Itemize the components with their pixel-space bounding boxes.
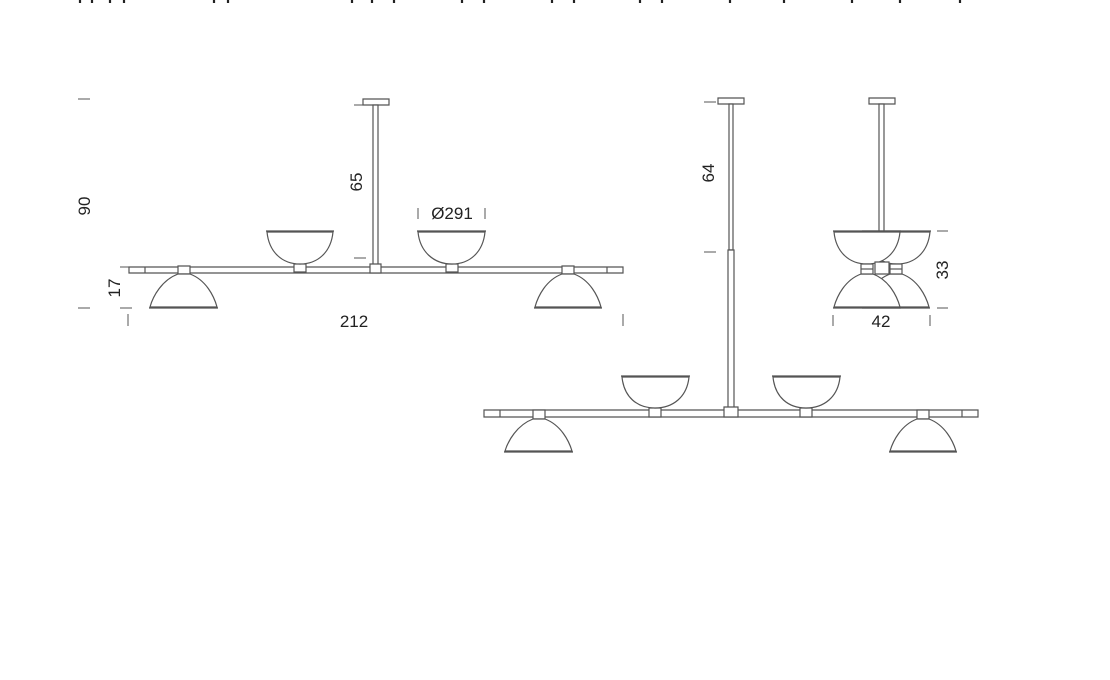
persp-shade-up-right [772, 376, 841, 417]
dim-side-width: 42 [872, 312, 891, 331]
persp-shade-down-right [889, 410, 957, 452]
persp-rod-upper [729, 104, 733, 250]
dim-side-height: 33 [933, 261, 952, 280]
dim-shade-diameter: Ø291 [431, 204, 473, 223]
front-shade-down-left [149, 266, 218, 308]
front-canopy [363, 99, 389, 105]
side-dimension-ticks [833, 231, 948, 326]
side-view [833, 98, 948, 326]
front-shade-up-left [266, 231, 334, 272]
persp-rod-lower [728, 250, 734, 410]
dim-total-width: 212 [340, 312, 368, 331]
persp-shade-up-left [621, 376, 690, 417]
front-view [78, 99, 623, 326]
front-shade-up-right [417, 231, 486, 272]
front-shade-down-right [534, 266, 602, 308]
persp-canopy [718, 98, 744, 104]
dim-rod-length-front: 65 [347, 173, 366, 192]
dim-front-height: 90 [75, 197, 94, 216]
cropped-header-fragments [80, 0, 960, 3]
front-dimension-ticks [78, 99, 623, 326]
dim-shade-height: 17 [105, 279, 124, 298]
perspective-view [484, 98, 978, 452]
persp-dimension-ticks [704, 102, 716, 252]
front-rod [373, 105, 378, 267]
dim-rod-length-perspective: 64 [699, 164, 718, 183]
persp-shade-down-left [504, 410, 573, 452]
side-canopy [869, 98, 895, 104]
